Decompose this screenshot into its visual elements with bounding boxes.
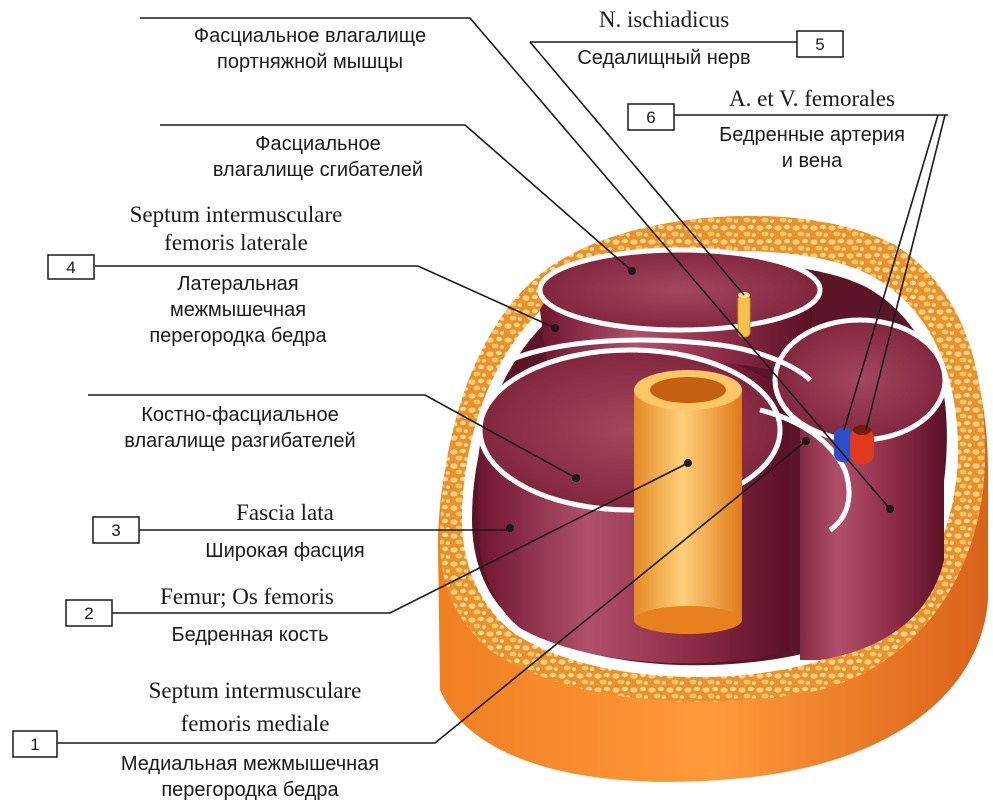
extensor-sheath-line2: влагалище разгибателей bbox=[124, 430, 355, 452]
label-sartorius-sheath: Фасциальное влагалище портняжной мышцы bbox=[194, 25, 426, 73]
label-flexor-sheath: Фасциальное влагалище сгибателей bbox=[213, 133, 423, 181]
label-item4: Septum intermusculare femoris laterale 4… bbox=[48, 202, 342, 347]
label-item2: Femur; Os femoris 2 Бедренная кость bbox=[66, 584, 334, 646]
item1-latin1: Septum intermusculare bbox=[149, 678, 362, 703]
item3-russian: Широкая фасция bbox=[205, 540, 364, 562]
item6-number: 6 bbox=[646, 108, 655, 127]
item4-russian2: межмышечная bbox=[170, 299, 306, 321]
medial-compartment-top bbox=[775, 320, 945, 440]
item3-number: 3 bbox=[111, 521, 120, 540]
femur-medullary-cavity bbox=[650, 377, 726, 403]
label-item3: Fascia lata 3 Широкая фасция bbox=[93, 500, 365, 562]
sciatic-nerve bbox=[738, 295, 750, 337]
femur-bottom bbox=[634, 606, 742, 634]
item3-latin: Fascia lata bbox=[236, 500, 334, 525]
flexor-compartment-top bbox=[540, 250, 820, 330]
flexor-sheath-line2: влагалище сгибателей bbox=[213, 159, 423, 181]
item5-russian: Седалищный нерв bbox=[577, 47, 750, 69]
item1-latin2: femoris mediale bbox=[181, 711, 330, 736]
item6-russian2: и вена bbox=[782, 150, 843, 172]
item2-latin: Femur; Os femoris bbox=[160, 584, 334, 609]
sartorius-sheath-line1: Фасциальное влагалище bbox=[194, 25, 426, 47]
sartorius-sheath-line2: портняжной мышцы bbox=[217, 51, 403, 73]
item2-russian: Бедренная кость bbox=[171, 624, 328, 646]
femoral-artery-lumen bbox=[853, 425, 871, 435]
item2-number: 2 bbox=[84, 604, 93, 623]
item5-latin: N. ischiadicus bbox=[599, 7, 729, 32]
item5-number: 5 bbox=[815, 35, 824, 54]
item1-russian2: перегородка бедра bbox=[161, 779, 339, 801]
item4-latin2: femoris laterale bbox=[164, 230, 308, 255]
item6-latin: A. et V. femorales bbox=[729, 86, 895, 111]
item1-number: 1 bbox=[30, 735, 39, 754]
label-extensor-sheath: Костно-фасциальное влагалище разгибателе… bbox=[124, 404, 355, 452]
item4-latin1: Septum intermusculare bbox=[130, 202, 343, 227]
label-item6: A. et V. femorales 6 Бедренные артерия и… bbox=[628, 86, 905, 172]
item4-russian1: Латеральная bbox=[177, 273, 298, 295]
item1-russian1: Медиальная межмышечная bbox=[121, 753, 379, 775]
femur-shaft bbox=[634, 390, 742, 620]
item6-russian1: Бедренные артерия bbox=[719, 124, 905, 146]
item4-russian3: перегородка бедра bbox=[149, 325, 327, 347]
flexor-sheath-line1: Фасциальное bbox=[255, 133, 380, 155]
thigh-section bbox=[438, 216, 988, 782]
label-item5: N. ischiadicus Седалищный нерв 5 bbox=[577, 7, 843, 69]
item4-number: 4 bbox=[66, 258, 75, 277]
extensor-sheath-line1: Костно-фасциальное bbox=[141, 404, 338, 426]
label-item1: Septum intermusculare femoris mediale 1 … bbox=[13, 678, 379, 801]
